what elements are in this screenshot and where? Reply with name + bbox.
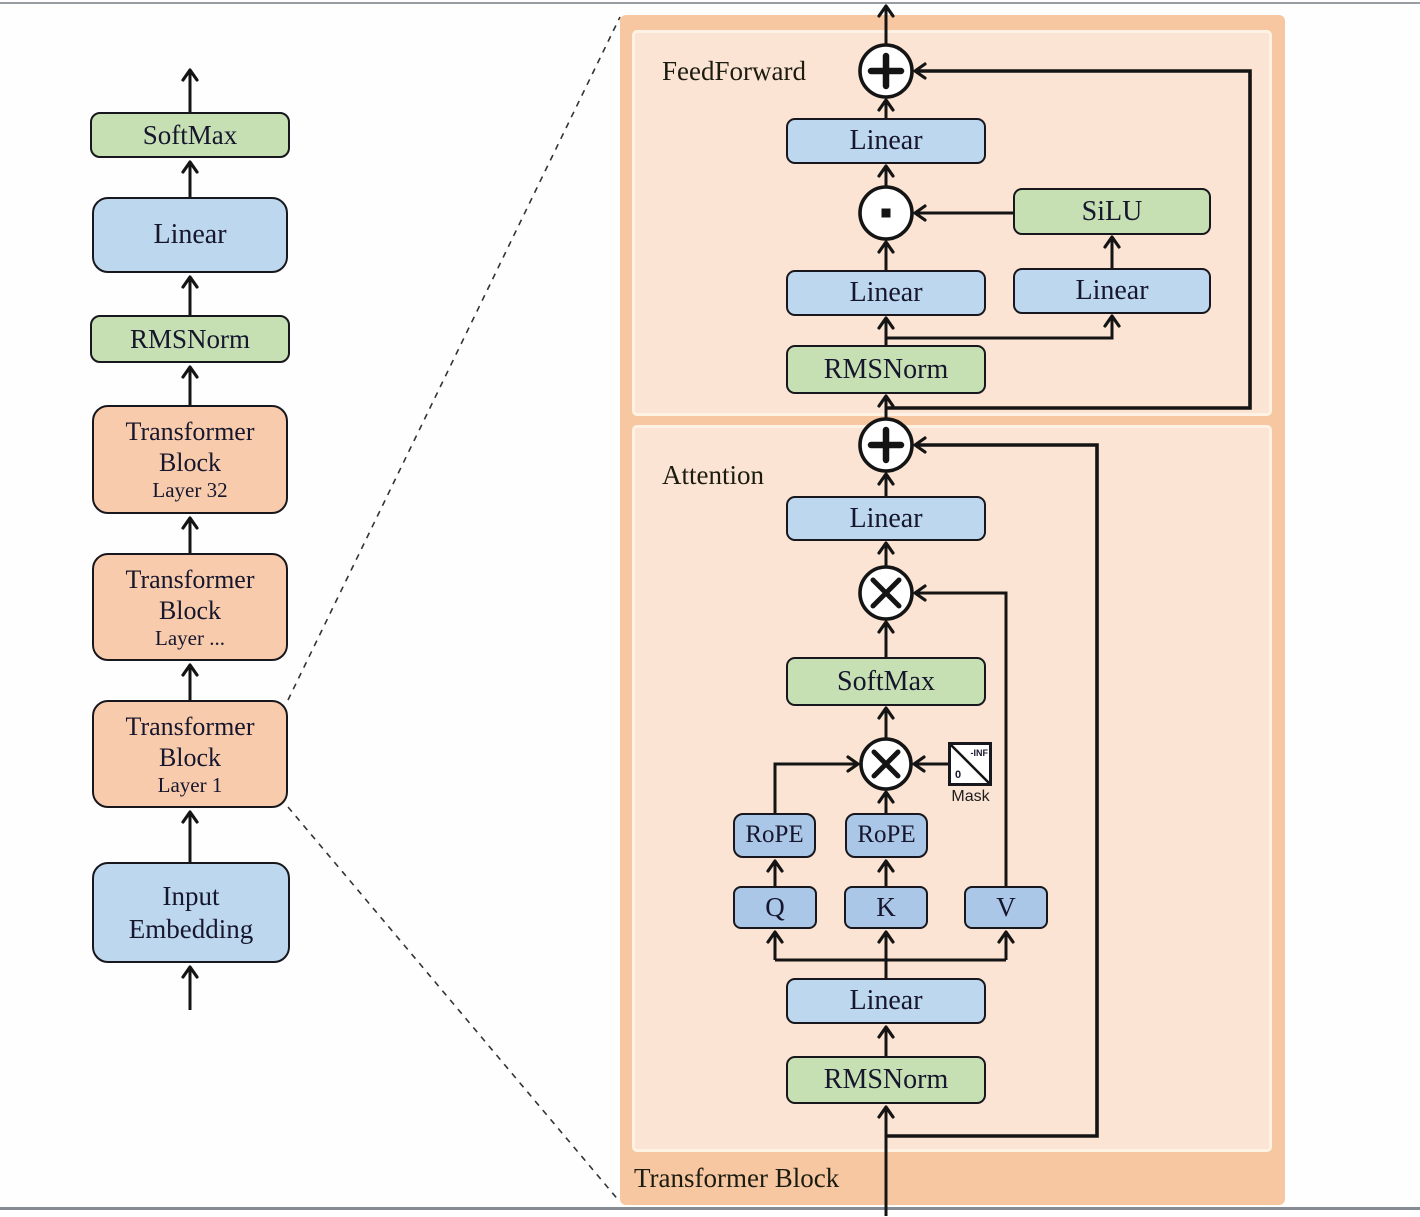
- left-softmax-block: SoftMax: [90, 112, 290, 158]
- v-block: V: [964, 886, 1048, 929]
- ff-linear-up-block: Linear: [1013, 268, 1211, 314]
- mask-icon: -INF 0: [948, 742, 992, 786]
- transformer-block-layer-1: Transformer Block Layer 1: [92, 700, 288, 808]
- input-embedding-line1: Input: [162, 880, 220, 911]
- mask-label: Mask: [951, 788, 990, 805]
- mask-lower-value: 0: [955, 769, 962, 781]
- attn-linear-qkv-block: Linear: [786, 978, 986, 1024]
- attention-label: Attention: [662, 460, 764, 490]
- zoom-dashed-lines: [287, 16, 621, 1203]
- block-title: Transformer: [125, 564, 255, 594]
- transformer-block-label: Transformer Block: [634, 1163, 840, 1193]
- block-layer: Layer 32: [152, 478, 228, 502]
- block-layer: Layer ...: [155, 625, 225, 650]
- k-block: K: [844, 886, 928, 929]
- residual-skip-lines: [886, 62, 1252, 1138]
- block-title: Transformer: [125, 711, 255, 741]
- block-title: Block: [158, 595, 222, 625]
- mask-diagonal: [951, 745, 989, 783]
- matmul-qk-icon: [859, 737, 913, 791]
- input-embedding-line2: Embedding: [128, 913, 254, 944]
- block-layer: Layer 1: [157, 772, 223, 797]
- ff-rmsnorm-block: RMSNorm: [786, 345, 986, 394]
- attn-linear-out-block: Linear: [786, 496, 986, 541]
- mask-upper-value: -INF: [970, 748, 989, 758]
- rope-k-block: RoPE: [845, 813, 928, 858]
- bottom-border-line: [0, 1207, 1420, 1210]
- left-rmsnorm-block: RMSNorm: [90, 315, 290, 363]
- block-title: Block: [158, 448, 222, 477]
- attn-softmax-block: SoftMax: [786, 657, 986, 706]
- ff-add-icon: [858, 43, 914, 99]
- ff-linear-gate-block: Linear: [786, 270, 986, 316]
- detail-flow-arrows: [766, 4, 1121, 1216]
- attn-rmsnorm-block: RMSNorm: [786, 1056, 986, 1104]
- transformer-block-layer-32: Transformer Block Layer 32: [92, 405, 288, 514]
- top-border-line: [0, 2, 1420, 4]
- feedforward-label: FeedForward: [662, 56, 806, 86]
- block-title: Block: [158, 742, 222, 772]
- elementwise-product-icon: [858, 185, 914, 241]
- block-title: Transformer: [125, 417, 255, 446]
- ff-linear-out-block: Linear: [786, 118, 986, 164]
- left-linear-block: Linear: [92, 197, 288, 273]
- transformer-block-layer-mid: Transformer Block Layer ...: [92, 553, 288, 661]
- rope-q-block: RoPE: [733, 813, 816, 858]
- attention-section-panel: [632, 425, 1272, 1152]
- q-block: Q: [733, 886, 817, 929]
- matmul-score-v-icon: [858, 565, 914, 621]
- input-embedding-block: Input Embedding: [92, 862, 290, 963]
- ff-silu-block: SiLU: [1013, 188, 1211, 235]
- attention-add-icon: [858, 417, 914, 473]
